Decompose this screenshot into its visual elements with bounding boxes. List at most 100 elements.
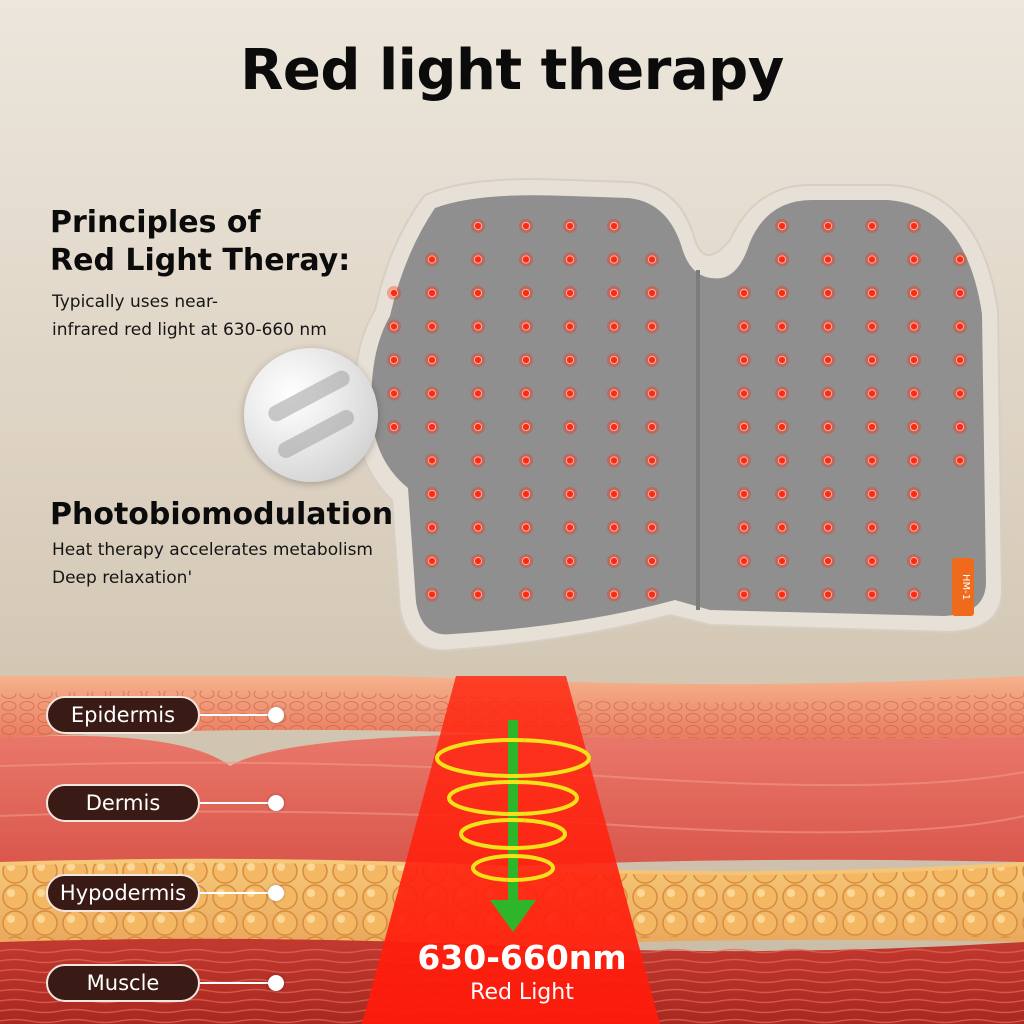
led-dot: [427, 355, 437, 365]
photobiomodulation-text: Heat therapy accelerates metabolism Deep…: [52, 536, 373, 592]
led-dot: [389, 288, 399, 298]
led-dot: [647, 389, 657, 398]
led-dot: [955, 322, 965, 331]
led-dot: [867, 389, 877, 398]
led-dot: [955, 389, 965, 398]
led-dot: [565, 288, 575, 298]
led-dot: [823, 422, 833, 432]
led-dot: [565, 255, 575, 264]
led-dot: [739, 422, 749, 432]
arrow-down-icon: [490, 900, 536, 932]
led-dot: [955, 288, 965, 298]
led-dot: [867, 456, 877, 465]
led-dot: [565, 221, 575, 231]
wavelength-value: 630-660nm: [417, 938, 627, 977]
page-title: Red light therapy: [240, 38, 784, 103]
led-dot: [389, 355, 399, 365]
led-dot: [739, 590, 749, 599]
led-dot: [909, 221, 919, 231]
led-dot: [647, 590, 657, 599]
led-dot: [867, 422, 877, 432]
led-dot: [909, 255, 919, 264]
led-dot: [955, 255, 965, 264]
led-dot: [647, 422, 657, 432]
led-dot: [427, 389, 437, 398]
led-dot: [609, 422, 619, 432]
principles-text-line2: infrared red light at 630-660 nm: [52, 320, 327, 340]
led-dot: [739, 322, 749, 331]
led-dot: [777, 489, 787, 499]
principles-heading-line1: Principles of: [50, 205, 261, 240]
led-dot: [739, 288, 749, 298]
leader-dot-epidermis: [268, 707, 284, 723]
led-dot: [867, 590, 877, 599]
led-dot: [473, 422, 483, 432]
led-dot: [823, 288, 833, 298]
led-dot: [739, 456, 749, 465]
led-dot: [565, 590, 575, 599]
ring-3: [459, 818, 567, 850]
led-dot: [473, 355, 483, 365]
led-dot: [473, 255, 483, 264]
led-dot: [909, 322, 919, 331]
led-dot: [473, 590, 483, 599]
led-dot: [955, 456, 965, 465]
led-dot: [473, 288, 483, 298]
led-dot: [777, 322, 787, 331]
principles-text-line1: Typically uses near-: [52, 292, 219, 312]
principles-text: Typically uses near- infrared red light …: [52, 288, 327, 344]
led-dot: [473, 489, 483, 499]
led-dot: [777, 556, 787, 566]
pad-tag: [952, 558, 974, 616]
led-dot: [909, 389, 919, 398]
led-dot: [739, 523, 749, 532]
led-dot: [609, 355, 619, 365]
led-dot: [909, 422, 919, 432]
led-dot: [427, 255, 437, 264]
led-dot: [823, 456, 833, 465]
ring-1: [435, 738, 591, 778]
led-dot: [521, 221, 531, 231]
led-dot: [521, 523, 531, 532]
led-dot: [521, 288, 531, 298]
led-dot: [739, 489, 749, 499]
led-dot: [427, 288, 437, 298]
led-dot: [823, 590, 833, 599]
led-dot: [473, 456, 483, 465]
led-dot: [647, 322, 657, 331]
led-dot: [565, 422, 575, 432]
photobiomodulation-heading: Photobiomodulation: [50, 497, 394, 532]
led-dot: [777, 456, 787, 465]
led-dot: [521, 590, 531, 599]
led-dot: [427, 489, 437, 499]
led-dot: [389, 389, 399, 398]
led-dot: [521, 556, 531, 566]
leader-line-dermis: [200, 802, 276, 804]
led-dot: [777, 288, 787, 298]
photobiomodulation-text-line1: Heat therapy accelerates metabolism: [52, 540, 373, 560]
led-dot: [777, 221, 787, 231]
pad-tag-text: HM-1: [960, 574, 971, 600]
led-dot: [565, 556, 575, 566]
led-dot: [427, 422, 437, 432]
leader-line-epidermis: [200, 714, 276, 716]
led-dot: [955, 422, 965, 432]
led-dot: [609, 556, 619, 566]
led-dot: [473, 523, 483, 532]
led-dot: [867, 523, 877, 532]
led-dot: [609, 489, 619, 499]
led-dot: [647, 523, 657, 532]
led-dot: [823, 389, 833, 398]
led-dot: [609, 590, 619, 599]
led-dot: [427, 556, 437, 566]
led-dot: [823, 255, 833, 264]
led-dot: [609, 523, 619, 532]
led-dot: [647, 355, 657, 365]
led-dot: [739, 389, 749, 398]
led-dot: [867, 221, 877, 231]
ring-2: [447, 780, 579, 816]
led-dot: [777, 355, 787, 365]
led-dot: [565, 489, 575, 499]
led-dot: [777, 523, 787, 532]
led-dot: [823, 489, 833, 499]
